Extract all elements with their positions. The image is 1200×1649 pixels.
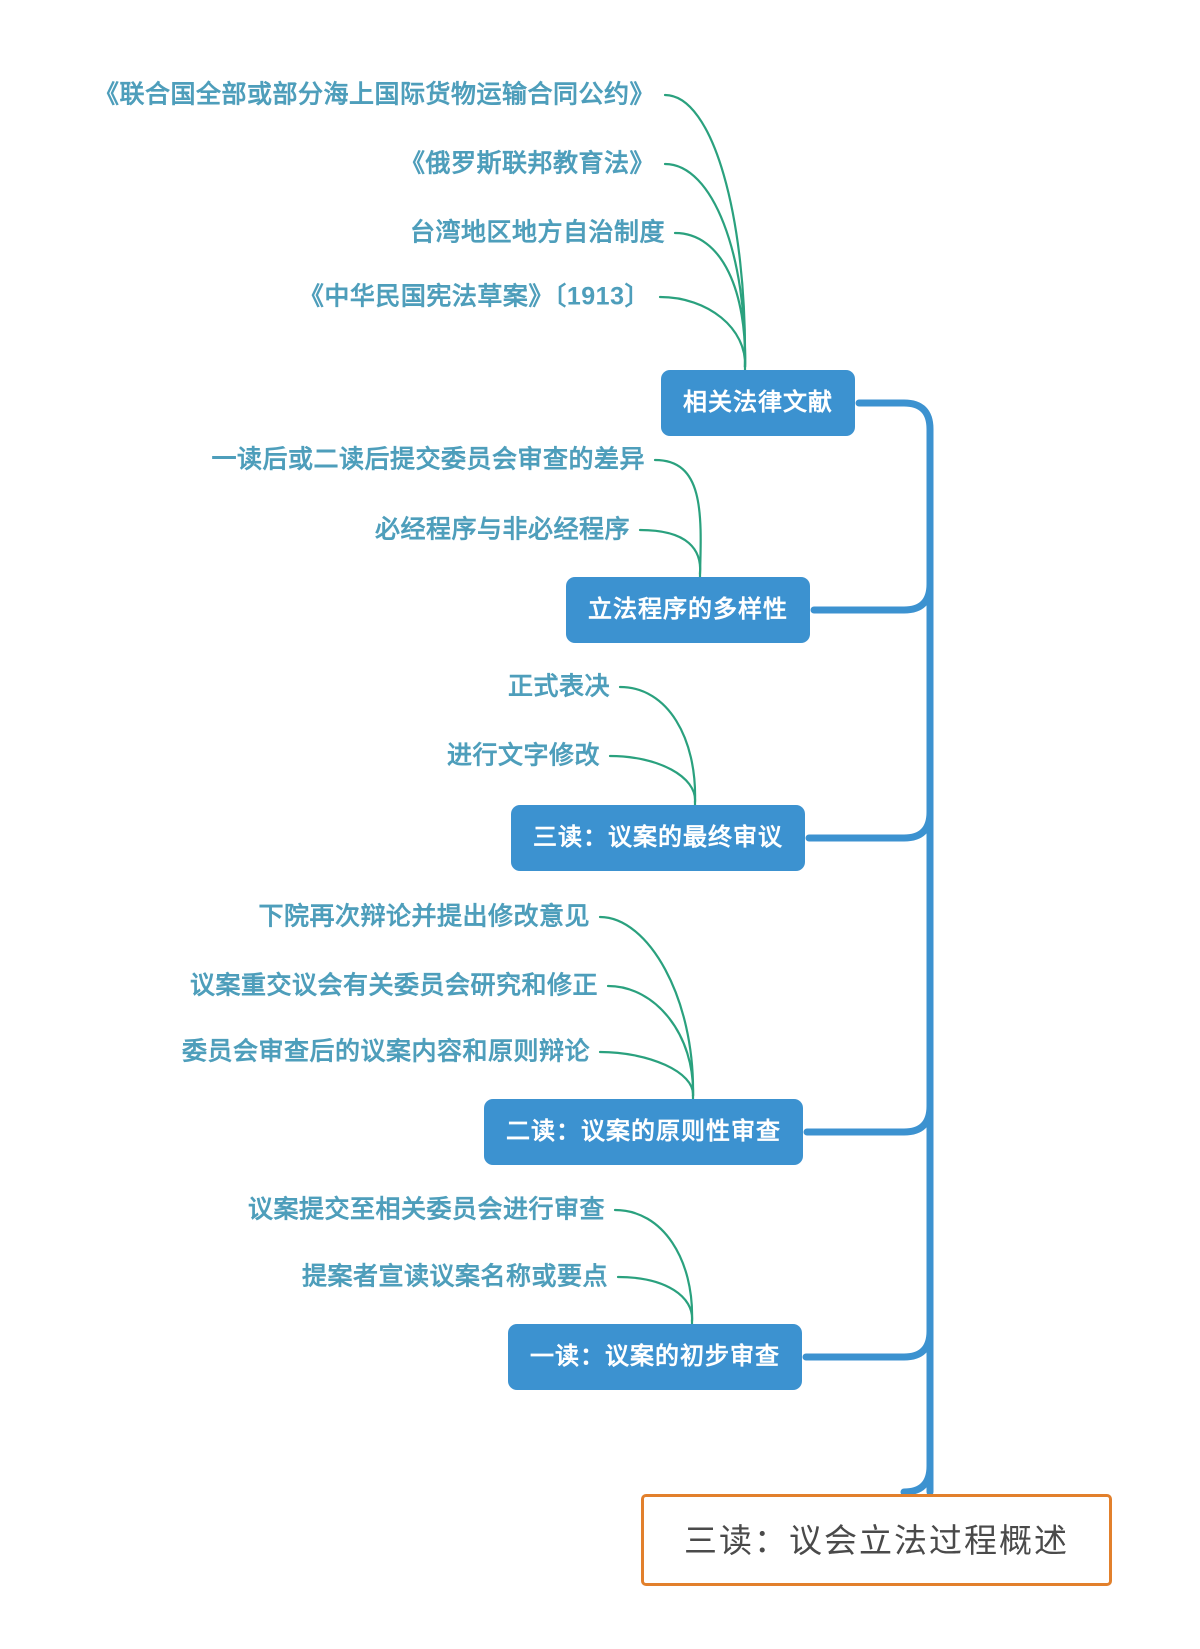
- leaf-node-first-reading-1[interactable]: 提案者宣读议案名称或要点: [301, 1262, 608, 1291]
- trunk-connectors: [802, 399, 934, 1496]
- leaf-node-third-reading-0[interactable]: 正式表决: [507, 672, 610, 701]
- leaf-node-first-reading-0[interactable]: 议案提交至相关委员会进行审查: [247, 1195, 605, 1224]
- leaf-node-procedure-diversity-0[interactable]: 一读后或二读后提交委员会审查的差异: [211, 445, 645, 474]
- leaf-node-second-reading-2[interactable]: 委员会审查后的议案内容和原则辩论: [181, 1037, 590, 1066]
- branch-node-procedure-diversity[interactable]: 立法程序的多样性: [566, 577, 810, 643]
- leaf-node-second-reading-1[interactable]: 议案重交议会有关委员会研究和修正: [189, 971, 598, 1000]
- leaf-node-legal-documents-0[interactable]: 《联合国全部或部分海上国际货物运输合同公约》: [93, 80, 655, 109]
- leaf-node-legal-documents-1[interactable]: 《俄罗斯联邦教育法》: [399, 149, 655, 178]
- branch-node-legal-documents[interactable]: 相关法律文献: [661, 370, 855, 436]
- leaf-node-procedure-diversity-1[interactable]: 必经程序与非必经程序: [374, 515, 630, 544]
- leaf-node-second-reading-0[interactable]: 下院再次辩论并提出修改意见: [258, 902, 590, 931]
- branch-node-first-reading[interactable]: 一读：议案的初步审查: [508, 1324, 802, 1390]
- root-node[interactable]: 三读：议会立法过程概述: [641, 1494, 1112, 1586]
- leaf-node-legal-documents-3[interactable]: 《中华民国宪法草案》〔1913〕: [298, 282, 650, 311]
- branch-node-second-reading[interactable]: 二读：议案的原则性审查: [484, 1099, 803, 1165]
- leaf-node-legal-documents-2[interactable]: 台湾地区地方自治制度: [409, 218, 665, 247]
- leaf-node-third-reading-1[interactable]: 进行文字修改: [446, 741, 600, 770]
- branch-node-third-reading[interactable]: 三读：议案的最终审议: [511, 805, 805, 871]
